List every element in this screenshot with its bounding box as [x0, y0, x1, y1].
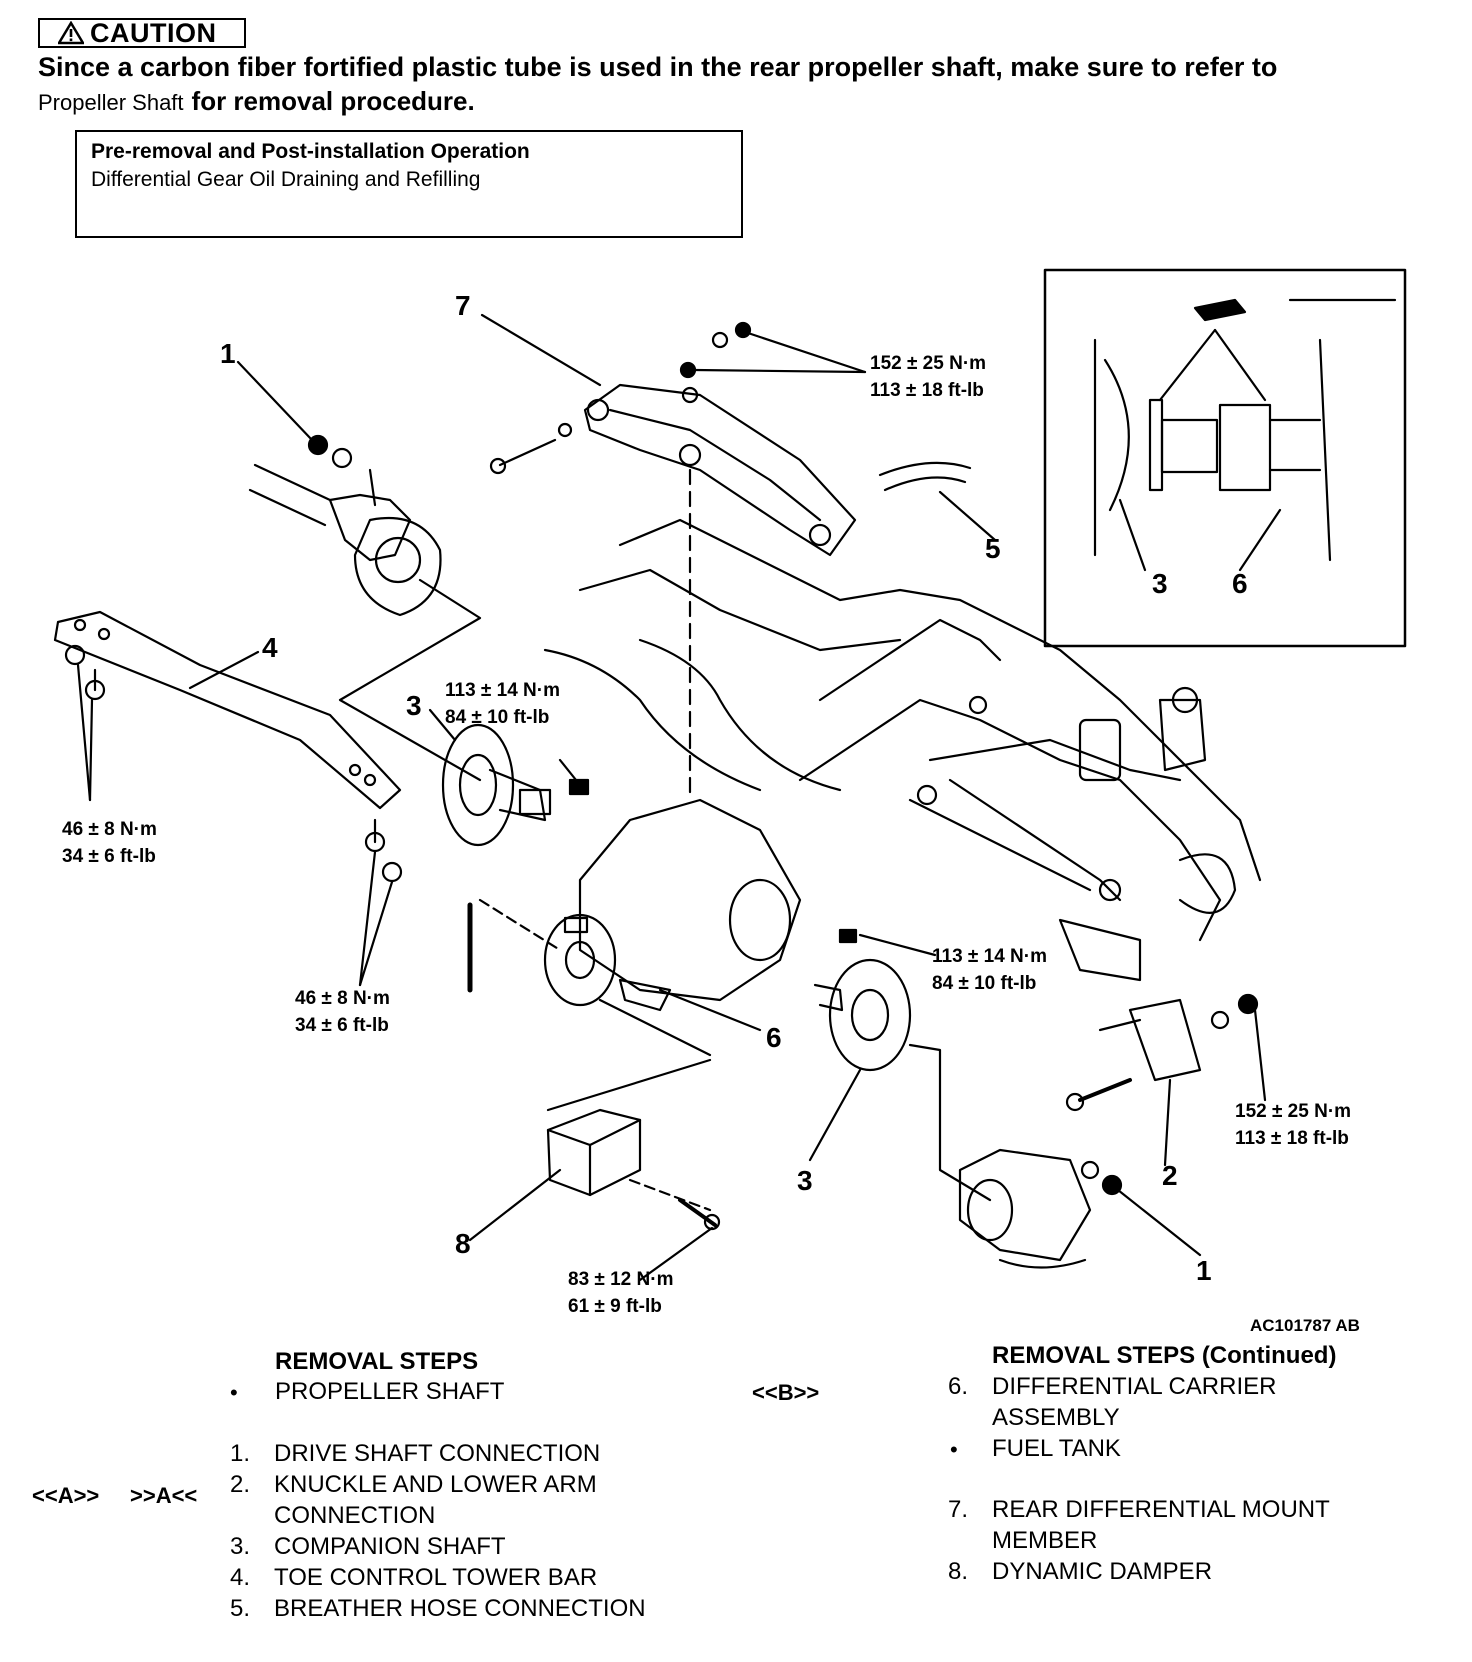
callout-4: 4 [262, 632, 278, 663]
callout-7: 7 [455, 290, 471, 321]
torque-label-tower-bar-right: 46 ± 8 N·m 34 ± 6 ft-lb [295, 988, 390, 1036]
removal-steps-heading: REMOVAL STEPS [275, 1348, 479, 1375]
step-fuel-tank[interactable]: FUEL TANK [992, 1435, 1121, 1462]
drive-shaft-part-1-upper [236, 360, 482, 782]
companion-shaft-part-3-right [808, 928, 992, 1202]
removal-steps-continued-heading: REMOVAL STEPS (Continued) [992, 1342, 1337, 1369]
toe-control-tower-bar-part-4 [53, 610, 403, 987]
torque-label-tower-bar-left: 46 ± 8 N·m 34 ± 6 ft-lb [62, 819, 157, 867]
callout-3-left: 3 [406, 690, 422, 721]
step-bullet-fuel-tank: • [950, 1437, 958, 1462]
caution-box: CAUTION [38, 18, 246, 48]
breather-hose-part-5 [878, 461, 997, 542]
caution-message-line2: Propeller Shaft for removal procedure. [38, 86, 475, 117]
caution-title: CAUTION [90, 17, 217, 48]
callout-3-inset: 3 [1152, 568, 1168, 599]
figure-code: AC101787 AB [1250, 1316, 1360, 1335]
callout-5: 5 [985, 533, 1001, 564]
operation-title: Pre-removal and Post-installation Operat… [91, 140, 530, 163]
pre-removal-operation-box: Pre-removal and Post-installation Operat… [75, 130, 743, 238]
torque-label-companion-left: 113 ± 14 N·m 84 ± 10 ft-lb [445, 680, 560, 728]
rear-subframe [543, 518, 1262, 982]
step-8[interactable]: 8.DYNAMIC DAMPER [948, 1558, 1213, 1585]
callout-1-upper: 1 [220, 338, 236, 369]
differential-carrier-part-6 [467, 798, 802, 1057]
step-3[interactable]: 3.COMPANION SHAFT [230, 1533, 506, 1560]
drive-shaft-part-1-lower [958, 1148, 1202, 1269]
callout-1-lower: 1 [1196, 1255, 1212, 1286]
step-2-cont: CONNECTION [274, 1502, 436, 1529]
operation-item[interactable]: Differential Gear Oil Draining and Refil… [91, 168, 481, 191]
torque-label-knuckle: 152 ± 25 N·m 113 ± 18 ft-lb [1235, 1101, 1352, 1149]
step-bullet-propeller: • [230, 1380, 238, 1405]
tag-b: <<B>> [752, 1380, 820, 1405]
tag-a-removal: <<A>> [32, 1483, 100, 1508]
callout-6-inset: 6 [1232, 568, 1248, 599]
dynamic-damper-part-8 [468, 1058, 721, 1282]
step-5[interactable]: 5.BREATHER HOSE CONNECTION [230, 1595, 646, 1622]
step-4[interactable]: 4.TOE CONTROL TOWER BAR [230, 1564, 598, 1591]
step-1[interactable]: 1.DRIVE SHAFT CONNECTION [230, 1440, 601, 1467]
torque-label-mount-member: 152 ± 25 N·m 113 ± 18 ft-lb [870, 353, 987, 401]
callout-8: 8 [455, 1228, 471, 1259]
callout-2: 2 [1162, 1160, 1178, 1191]
mount-member-part-7 [480, 313, 867, 802]
torque-label-damper: 83 ± 12 N·m 61 ± 9 ft-lb [568, 1269, 674, 1317]
caution-message: Since a carbon fiber fortified plastic t… [38, 52, 1278, 82]
tag-a-install: >>A<< [130, 1483, 198, 1508]
callout-6: 6 [766, 1022, 782, 1053]
caution-message-rest: for removal procedure. [191, 86, 475, 116]
warning-triangle-icon [58, 21, 84, 45]
companion-shaft-part-3-left [428, 708, 590, 847]
knuckle-bracket-part-2 [1065, 993, 1267, 1167]
step-6[interactable]: 6.DIFFERENTIAL CARRIER [948, 1373, 1277, 1400]
step-2[interactable]: 2.KNUCKLE AND LOWER ARM [230, 1471, 597, 1498]
step-propeller-shaft[interactable]: PROPELLER SHAFT [275, 1378, 505, 1405]
callout-3-right: 3 [797, 1165, 813, 1196]
torque-label-companion-right: 113 ± 14 N·m 84 ± 10 ft-lb [932, 946, 1047, 994]
inset-detail [1043, 268, 1407, 648]
step-6-cont: ASSEMBLY [992, 1404, 1120, 1431]
step-7-cont: MEMBER [992, 1527, 1098, 1554]
propeller-shaft-link[interactable]: Propeller Shaft [38, 90, 184, 115]
step-7[interactable]: 7.REAR DIFFERENTIAL MOUNT [948, 1496, 1330, 1523]
